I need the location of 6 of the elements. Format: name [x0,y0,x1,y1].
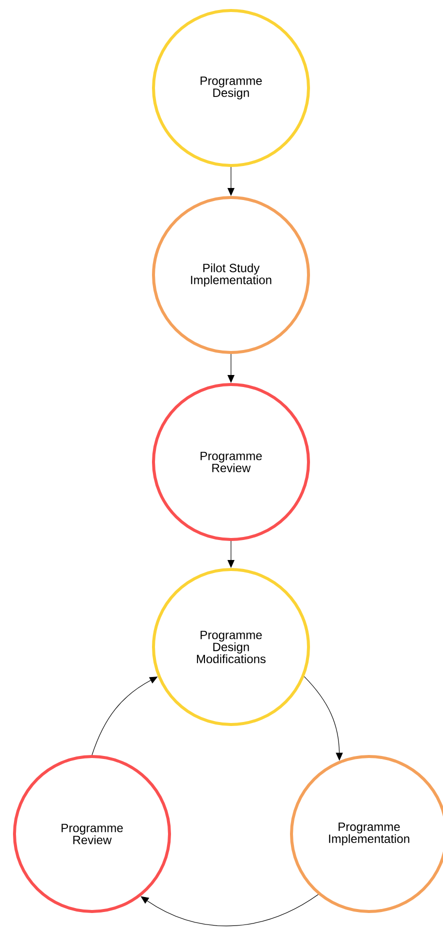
circle-node: Programme Review [13,755,171,913]
circle-node: Programme Review [152,383,310,541]
circle-node: Pilot Study Implementation [152,196,310,354]
arrow [140,894,319,926]
circle-node: Programme Design Modifications [152,568,310,726]
circle-node: Programme Design [152,9,310,167]
